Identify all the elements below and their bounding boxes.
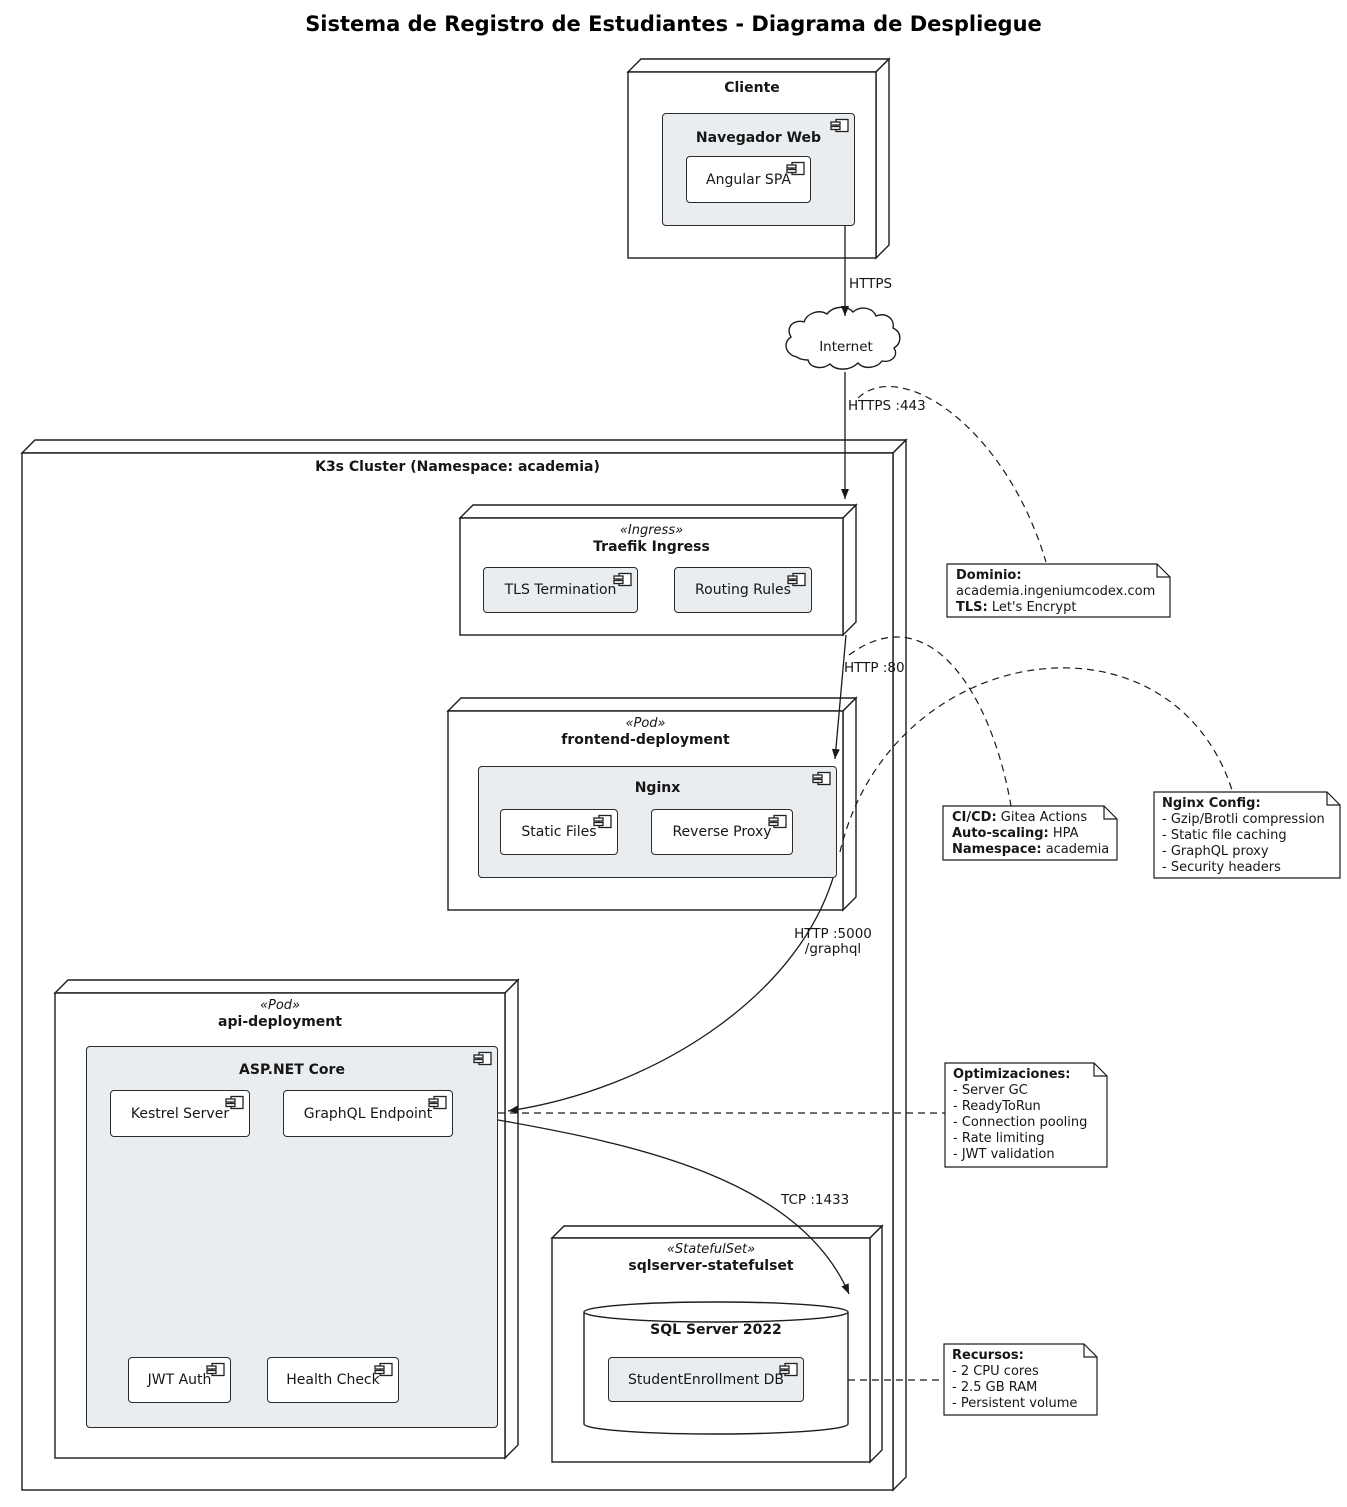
routing-rules-component: Routing Rules [674,567,812,613]
api-stereotype: «Pod» [259,998,301,1013]
optimizaciones-note-fold [1093,1063,1107,1077]
graphql-endpoint-label: GraphQL Endpoint [303,1105,433,1122]
edge-label-http-5000-line1: HTTP :5000 [794,926,872,942]
kestrel-server-component: Kestrel Server [110,1090,250,1137]
nginx-config-note: Nginx Config: - Gzip/Brotli compression … [1162,796,1325,875]
api-node-label: «Pod» api-deployment [55,998,505,1030]
component-icon [779,1362,798,1377]
health-check-label: Health Check [286,1372,380,1388]
edge-label-http-5000-line2: /graphql [804,941,862,957]
jwt-auth-label: JWT Auth [147,1372,212,1388]
component-icon [787,572,806,587]
component-icon [613,572,632,587]
optimizaciones-note-shape [944,1062,1108,1168]
static-files-label: Static Files [521,824,597,840]
component-icon [786,161,805,176]
jwt-auth-component: JWT Auth [128,1357,231,1403]
component-icon [428,1095,447,1110]
traefik-name: Traefik Ingress [593,539,710,555]
cliente-name: Cliente [724,80,780,96]
dominio-note-shape [946,563,1171,618]
sql-server-label: SQL Server 2022 [650,1322,782,1338]
note-shapes [942,563,1341,1416]
internet-cloud-shape [785,306,901,370]
angular-spa-label: Angular SPA [706,171,791,188]
angular-spa-component: Angular SPA [686,156,811,203]
component-icon [225,1095,244,1110]
reverse-proxy-label: Reverse Proxy [672,824,772,840]
cicd-note-fold [1103,806,1117,820]
navegador-web-label: Navegador Web [695,130,822,146]
health-check-component: Health Check [267,1357,399,1403]
recursos-note-shape [943,1343,1098,1416]
diagram-title: Sistema de Registro de Estudiantes - Dia… [305,12,1042,36]
internet-cloud-label: Internet [819,339,873,355]
tls-termination-label: TLS Termination [504,582,617,598]
reverse-proxy-component: Reverse Proxy [651,809,793,855]
recursos-note-fold [1083,1344,1097,1358]
traefik-node-label: «Ingress» Traefik Ingress [460,523,843,555]
graphql-endpoint-component: GraphQL Endpoint [283,1090,453,1137]
optimizaciones-note: Optimizaciones: - Server GC - ReadyToRun… [953,1067,1088,1162]
note-links [498,386,1233,1381]
link-nginx-config-note [839,667,1233,853]
edge-label-https: HTTPS [849,276,893,292]
edge-label-tcp-1433: TCP :1433 [781,1192,850,1208]
component-icon [206,1362,225,1377]
traefik-stereotype: «Ingress» [619,523,684,538]
edges [497,226,850,1295]
sqlserver-stereotype: «StatefulSet» [666,1242,756,1257]
edge-label-http-80: HTTP :80 [844,660,905,676]
sqlserver-name: sqlserver-statefulset [628,1258,794,1274]
edge-label-https-443: HTTPS :443 [848,398,926,414]
frontend-name: frontend-deployment [561,732,730,748]
routing-rules-label: Routing Rules [695,582,791,598]
dominio-note-fold [1156,564,1170,578]
cicd-note-shape [942,805,1118,861]
kestrel-server-label: Kestrel Server [130,1105,230,1122]
edge-aspnet-sqlserver [497,1119,850,1295]
edge-label-http-5000: HTTP :5000 /graphql [787,927,879,957]
sqlserver-node-label: «StatefulSet» sqlserver-statefulset [552,1242,870,1274]
edge-traefik-nginx [831,634,847,760]
frontend-stereotype: «Pod» [625,716,666,731]
dominio-note: Dominio: academia.ingeniumcodex.com TLS:… [956,568,1156,615]
edge-nginx-aspnet [507,877,834,1114]
cicd-note: CI/CD: Gitea Actions Auto-scaling: HPA N… [952,810,1110,857]
static-files-component: Static Files [500,809,618,855]
nginx-config-note-shape [1153,791,1341,879]
component-icon [593,814,612,829]
k3s-cluster-name: K3s Cluster (Namespace: academia) [315,459,600,475]
component-icon [768,814,787,829]
nginx-label: Nginx [634,780,681,796]
student-enrollment-db-label: StudentEnrollment DB [627,1371,785,1388]
link-https443-dominio-note [857,386,1047,563]
cliente-node-label: Cliente [628,80,876,96]
frontend-node-label: «Pod» frontend-deployment [448,716,843,748]
aspnet-core-label: ASP.NET Core [239,1062,345,1078]
component-icon [374,1362,393,1377]
recursos-note: Recursos: - 2 CPU cores - 2.5 GB RAM - P… [952,1348,1078,1411]
api-name: api-deployment [218,1014,342,1030]
nginx-config-note-fold [1326,792,1340,806]
tls-termination-component: TLS Termination [483,567,638,613]
student-enrollment-db-component: StudentEnrollment DB [608,1357,804,1402]
k3s-cluster-node-label: K3s Cluster (Namespace: academia) [22,459,893,475]
